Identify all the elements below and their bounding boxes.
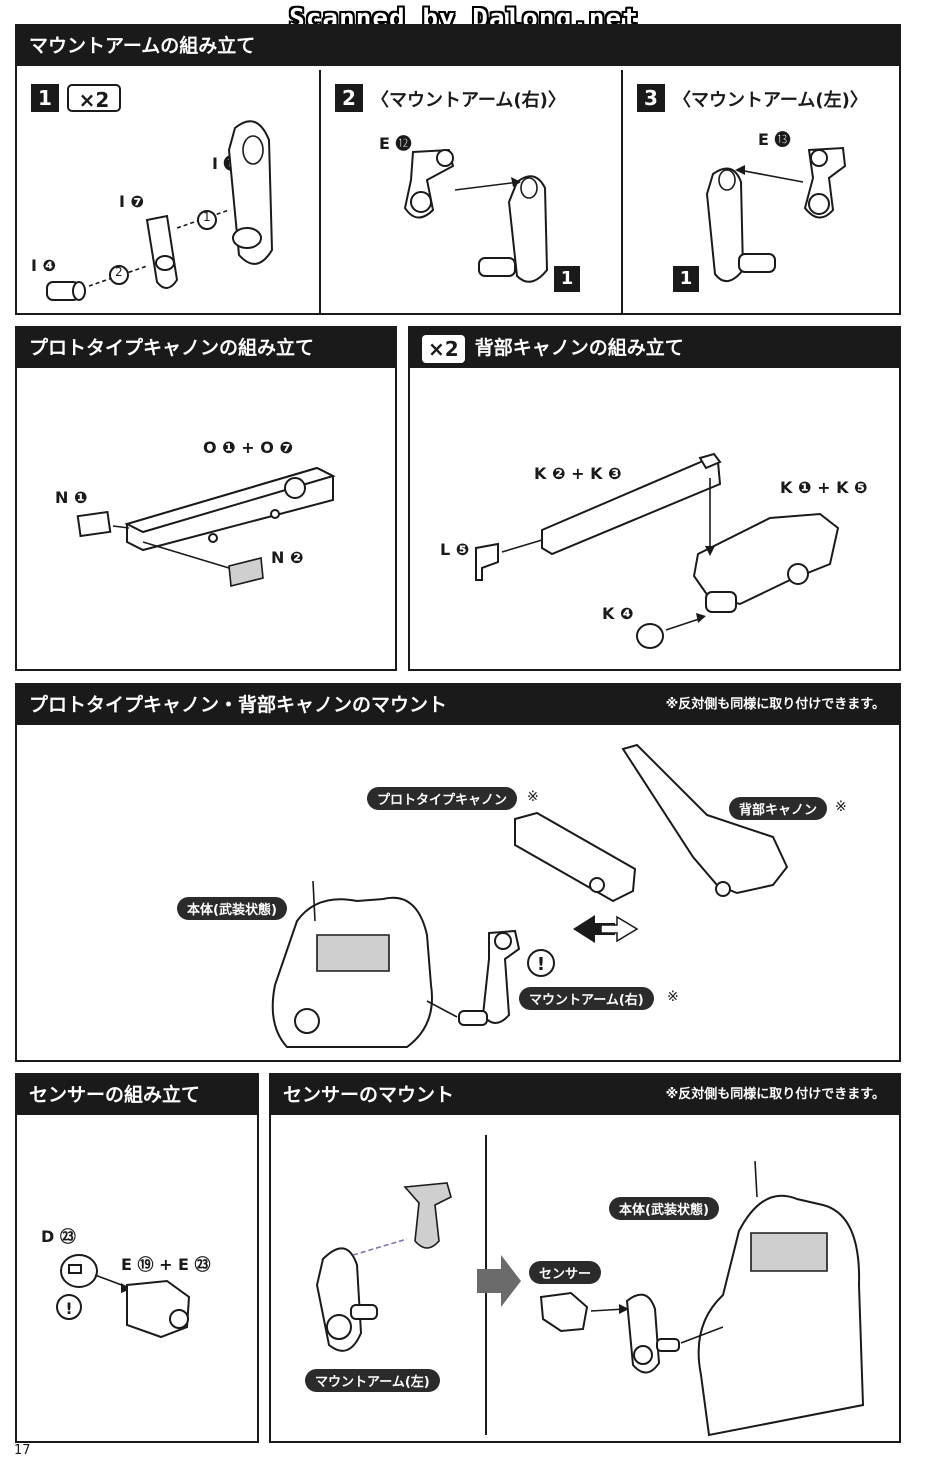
part-label-e12: E ⓬ [379,134,412,153]
back-cannon-section: ×2 背部キャノンの組み立て K ❷ + K ❸ K ❶ + K ❺ L ❺ K … [408,326,901,671]
reference-step: 1 [673,266,699,292]
svg-text:!: ! [65,1299,72,1318]
proto-cannon-illustration [76,466,336,588]
label-star: ※ [835,799,847,815]
svg-text:!: ! [537,954,545,975]
mount-arm-step-2: 2 〈マウントアーム(右)〉 E ⓬ 1 [319,70,621,313]
step-title: 〈マウントアーム(右)〉 [371,90,566,111]
mount-arm-section: マウントアームの組み立て 1 ×2 I ⓫ I ❼ I ❹ 1 2 2 [15,24,901,315]
quantity-badge: ×2 [67,84,121,112]
label-body-armed: 本体(武装状態) [177,897,287,920]
part-label-k1-k5: K ❶ + K ❺ [780,478,868,497]
mount-arm-right-illustration [403,148,549,283]
cannon-mount-section: プロトタイプキャノン・背部キャノンのマウント ※反対側も同様に取り付けできます。… [15,683,901,1062]
label-star: ※ [667,989,679,1005]
proto-cannon-section: プロトタイプキャノンの組み立て O ❶ + O ❼ N ❶ N ❷ [15,326,397,671]
proto-cannon-title: プロトタイプキャノンの組み立て [17,328,395,368]
mount-arm-parts-illustration [46,120,274,301]
label-star: ※ [527,789,539,805]
label-mount-arm-right: マウントアーム(右) [519,987,654,1010]
mount-arm-step-3: 3 〈マウントアーム(左)〉 E ⓭ 1 [621,70,905,313]
back-cannon-illustration [475,452,840,649]
sensor-mount-title: センサーのマウント [283,1084,455,1106]
label-body-armed: 本体(武装状態) [609,1197,719,1220]
cannon-mount-title: プロトタイプキャノン・背部キャノンのマウント [29,694,448,716]
part-label-i7: I ❼ [119,192,145,211]
part-label-o1-o7: O ❶ + O ❼ [203,438,293,457]
connector-1: 1 [203,210,211,224]
back-cannon-title: 背部キャノンの組み立て [474,337,684,359]
sensor-assembly-illustration: ! [56,1254,191,1339]
sensor-mount-header: センサーのマウント ※反対側も同様に取り付けできます。 [271,1075,899,1115]
part-label-e19-e23: E ⑲ + E ㉓ [121,1255,211,1274]
part-label-d23: D ㉓ [41,1227,76,1246]
step-number: 1 [31,84,59,112]
label-back-cannon: 背部キャノン [729,797,828,820]
connector-2: 2 [115,265,123,279]
step-number: 2 [335,84,363,112]
sensor-mount-illustration [315,1160,865,1437]
sensor-assembly-title: センサーの組み立て [17,1075,257,1115]
sensor-mount-section: センサーのマウント ※反対側も同様に取り付けできます。 マウントアーム(左) 本… [269,1073,901,1443]
part-label-e13: E ⓭ [758,130,791,149]
sensor-mount-note: ※反対側も同様に取り付けできます。 [665,1087,885,1102]
part-label-l5: L ❺ [440,540,470,559]
part-label-i4: I ❹ [31,256,57,275]
label-sensor: センサー [529,1261,602,1284]
cannon-mount-illustration: ! [271,743,789,1048]
part-label-n2: N ❷ [271,548,304,567]
part-label-n1: N ❶ [55,488,88,507]
cannon-mount-header: プロトタイプキャノン・背部キャノンのマウント ※反対側も同様に取り付けできます。 [17,685,899,725]
mount-arm-left-illustration [705,146,847,282]
mount-arm-title: マウントアームの組み立て [17,26,899,66]
page-number: 17 [14,1443,31,1458]
step-number: 3 [637,84,665,112]
quantity-badge: ×2 [422,334,465,363]
step-title: 〈マウントアーム(左)〉 [673,90,868,111]
back-cannon-header: ×2 背部キャノンの組み立て [410,328,899,368]
part-label-k2-k3: K ❷ + K ❸ [534,464,622,483]
mount-arm-step-1: 1 ×2 I ⓫ I ❼ I ❹ 1 2 [17,70,319,313]
cannon-mount-note: ※反対側も同様に取り付けできます。 [665,697,885,712]
sensor-assembly-section: センサーの組み立て D ㉓ E ⑲ + E ㉓ ! [15,1073,259,1443]
part-label-k4: K ❹ [602,604,634,623]
label-proto-cannon: プロトタイプキャノン [367,787,518,810]
label-mount-arm-left: マウントアーム(左) [305,1369,440,1392]
reference-step: 1 [554,266,580,292]
